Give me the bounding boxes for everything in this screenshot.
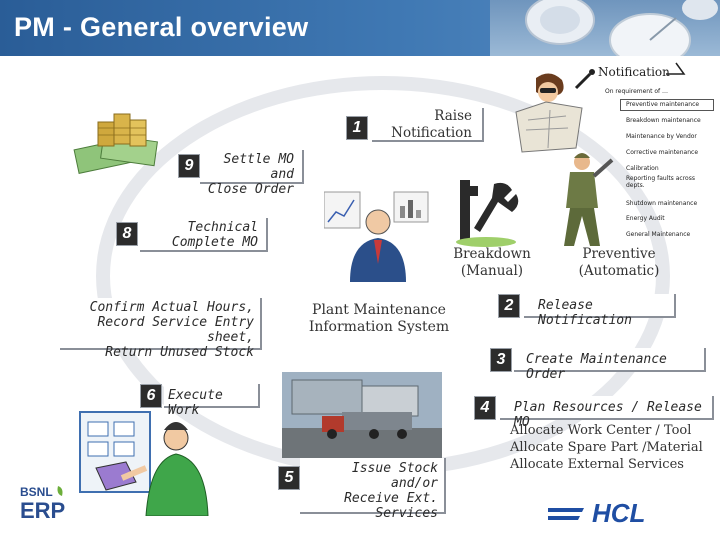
- technician-at-panel-figure: [79, 411, 209, 516]
- step-9-label: Close Order: [207, 182, 294, 197]
- step-5-badge: 5: [278, 466, 300, 490]
- breakdown-label-line: Breakdown: [453, 246, 531, 262]
- notification-title: Notification: [598, 65, 670, 79]
- step-8-badge: 8: [116, 222, 138, 246]
- preventive-label: Preventive (Automatic): [574, 246, 664, 280]
- notification-item-label: Maintenance by Vendor: [626, 133, 697, 140]
- step-6-label: Execute Work: [168, 388, 223, 418]
- money-coins-icon: [73, 113, 158, 174]
- container-truck-photo: [282, 372, 442, 458]
- step-6-box: Execute Work: [164, 384, 260, 418]
- notification-pointer-icon: [666, 62, 686, 75]
- step-1-label: Notification: [391, 125, 472, 141]
- step-8-box: Technical Complete MO: [140, 218, 268, 252]
- step-1-box: Raise Notification: [372, 108, 484, 142]
- step-2-box: Release Notification: [524, 294, 676, 328]
- analyst-with-charts-figure: [324, 191, 429, 282]
- step-9-box: Settle MO and Close Order: [200, 150, 304, 197]
- notification-subtitle: On requirement of …: [605, 88, 669, 95]
- svg-text:HCL: HCL: [592, 498, 645, 526]
- step-9-badge: 9: [178, 154, 200, 178]
- breakdown-label-line: (Manual): [460, 263, 524, 279]
- preventive-label-line: Preventive: [582, 246, 656, 262]
- step-5-label: Issue Stock: [351, 461, 438, 476]
- step-1-label: Raise: [434, 108, 472, 124]
- svg-text:BSNL: BSNL: [20, 485, 53, 499]
- step-6-badge: 6: [140, 384, 162, 408]
- step-7-label: Record Service Entry sheet,: [97, 315, 254, 345]
- step-2-badge: 2: [498, 294, 520, 318]
- allocate-item: Allocate Spare Part /Material: [510, 440, 703, 455]
- notification-item-label: Corrective maintenance: [626, 149, 699, 156]
- center-label-line: Information System: [308, 319, 450, 335]
- step-3-badge: 3: [490, 348, 512, 372]
- breakdown-label: Breakdown (Manual): [452, 246, 532, 280]
- center-pmis-label: Plant Maintenance Information System: [300, 302, 458, 336]
- notification-item-label: Preventive maintenance: [626, 101, 700, 108]
- worker-with-wrench-figure: [564, 153, 614, 246]
- allocate-item: Allocate Work Center / Tool: [510, 423, 692, 438]
- notification-item-label: Breakdown maintenance: [626, 117, 701, 124]
- hcl-logo: HCL: [548, 498, 712, 526]
- step-5-label: Receive Ext. Services: [344, 491, 438, 521]
- header-bar: PM - General overview: [0, 0, 720, 56]
- notification-item-label: Reporting faults across depts.: [626, 175, 695, 189]
- preventive-label-line: (Automatic): [578, 263, 660, 279]
- step-5-box: Issue Stock and/or Receive Ext. Services: [300, 458, 446, 521]
- page-title: PM - General overview: [14, 12, 309, 42]
- center-label-line: Plant Maintenance: [312, 302, 446, 318]
- bsnl-erp-logo: BSNL ERP: [20, 485, 65, 523]
- woman-reading-map-figure: [515, 69, 595, 153]
- notification-item-label: Calibration: [626, 165, 659, 172]
- step-7-box: Confirm Actual Hours, Record Service Ent…: [60, 298, 262, 360]
- svg-text:ERP: ERP: [20, 498, 65, 523]
- step-1-badge: 1: [346, 116, 368, 140]
- step-3-label: Create Maintenance Order: [526, 352, 667, 382]
- step-7-label: Return Unused Stock: [105, 345, 254, 360]
- step-9-label: Settle MO and: [223, 152, 294, 182]
- step-7-label: Confirm Actual Hours,: [89, 300, 254, 315]
- notification-item-label: General Maintenance: [626, 231, 691, 238]
- tools-icon: [456, 180, 519, 247]
- allocate-item: Allocate External Services: [510, 457, 684, 472]
- step-8-label: Complete MO: [171, 235, 258, 250]
- notification-item-label: Shutdown maintenance: [626, 200, 698, 207]
- step-4-badge: 4: [474, 396, 496, 420]
- step-5-label: and/or: [391, 476, 438, 491]
- notification-item: [620, 99, 714, 111]
- step-2-label: Release Notification: [538, 298, 632, 328]
- step-4-label: Plan Resources / Release MO: [514, 400, 702, 430]
- notification-item-label: Energy Audit: [626, 215, 665, 222]
- step-3-box: Create Maintenance Order: [514, 348, 706, 382]
- allocate-list: Allocate Work Center / Tool Allocate Spa…: [510, 422, 703, 473]
- satellite-dish-photo: [490, 0, 720, 56]
- step-4-box: Plan Resources / Release MO: [500, 396, 714, 430]
- step-8-label: Technical: [187, 220, 258, 235]
